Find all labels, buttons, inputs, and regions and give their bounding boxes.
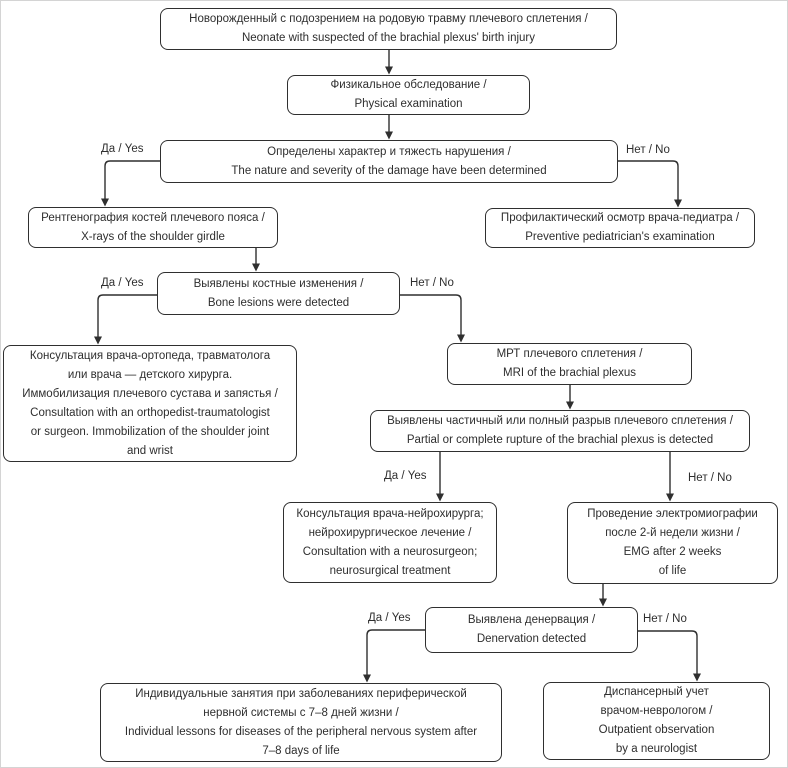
node-mri-brachial-plexus: МРТ плечевого сплетения / MRI of the bra… bbox=[447, 343, 692, 385]
node-physical-examination: Физикальное обследование / Physical exam… bbox=[287, 75, 530, 115]
edge-label-no-determined: Нет / No bbox=[626, 144, 670, 156]
node-outpatient-observation: Диспансерный учет врачом-неврологом / Ou… bbox=[543, 682, 770, 760]
node-pediatrician-examination: Профилактический осмотр врача-педиатра /… bbox=[485, 208, 755, 248]
node-damage-determined: Определены характер и тяжесть нарушения … bbox=[160, 140, 618, 183]
node-individual-lessons: Индивидуальные занятия при заболеваниях … bbox=[100, 683, 502, 762]
edge-label-yes-denervation: Да / Yes bbox=[368, 612, 411, 624]
edge-label-yes-determined: Да / Yes bbox=[101, 143, 144, 155]
node-bone-lesions: Выявлены костные изменения / Bone lesion… bbox=[157, 272, 400, 315]
edge-label-yes-rupture: Да / Yes bbox=[384, 470, 427, 482]
edge-label-no-denervation: Нет / No bbox=[643, 613, 687, 625]
edge-label-no-bone: Нет / No bbox=[410, 277, 454, 289]
node-orthopedist-consultation: Консультация врача-ортопеда, травматолог… bbox=[3, 345, 297, 462]
node-neurosurgeon-consultation: Консультация врача-нейрохирурга; нейрохи… bbox=[283, 502, 497, 583]
node-neonate: Новорожденный с подозрением на родовую т… bbox=[160, 8, 617, 50]
edge-label-no-rupture: Нет / No bbox=[688, 472, 732, 484]
node-emg: Проведение электромиографии после 2-й не… bbox=[567, 502, 778, 584]
edge-label-yes-bone: Да / Yes bbox=[101, 277, 144, 289]
node-plexus-rupture: Выявлены частичный или полный разрыв пле… bbox=[370, 410, 750, 452]
node-xray-shoulder-girdle: Рентгенография костей плечевого пояса / … bbox=[28, 207, 278, 248]
node-denervation-detected: Выявлена денервация / Denervation detect… bbox=[425, 607, 638, 653]
